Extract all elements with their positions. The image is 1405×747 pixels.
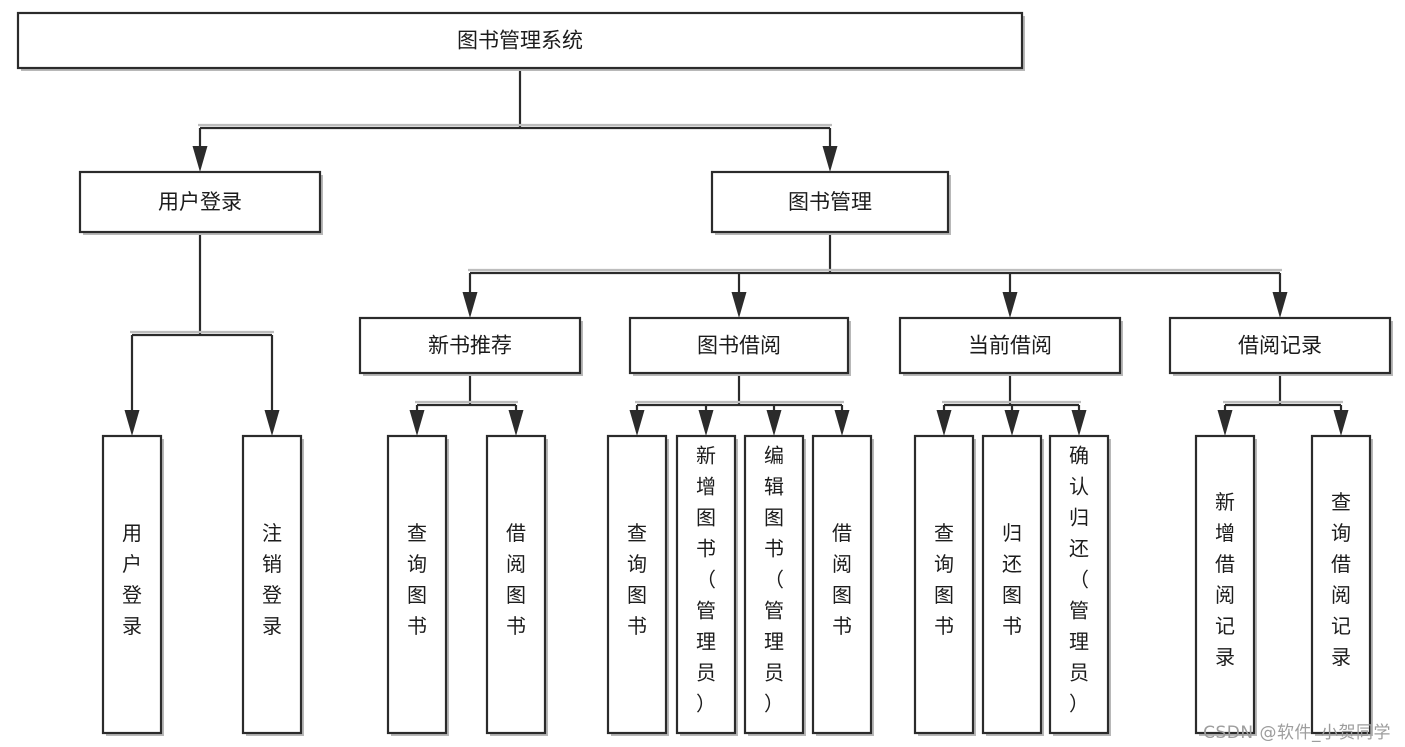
arrow-head-icon (462, 292, 478, 318)
node-label: 借阅记录 (1238, 334, 1322, 358)
arrow-head-icon (629, 410, 645, 436)
node-root[interactable]: 图书管理系统 (16, 11, 1025, 71)
node-label: 查询图书 (407, 521, 427, 638)
node-leaf-query-record[interactable]: 查询借阅记录 (1310, 434, 1373, 736)
node-box[interactable] (606, 434, 668, 735)
node-box[interactable] (358, 316, 582, 375)
arrow-head-icon (1071, 410, 1087, 436)
arrow-head-icon (192, 146, 208, 172)
node-box[interactable] (1194, 434, 1256, 735)
node-leaf-borrow-book-1[interactable]: 借阅图书 (485, 434, 548, 736)
node-label: 注销登录 (262, 521, 282, 638)
node-label: 确认归还（管理员） (1069, 444, 1089, 716)
arrow-head-icon (1333, 410, 1349, 436)
node-label: 借阅图书 (506, 521, 526, 638)
arrow-head-icon (936, 410, 952, 436)
node-box[interactable] (1168, 316, 1392, 375)
node-user-login[interactable]: 用户登录 (78, 170, 323, 235)
arrow-head-icon (1004, 410, 1020, 436)
node-leaf-add-book[interactable]: 新增图书（管理员） (675, 434, 738, 736)
node-leaf-logout-login[interactable]: 注销登录 (241, 434, 304, 736)
node-box[interactable] (710, 170, 950, 234)
node-label: 图书管理系统 (457, 29, 583, 53)
node-book-borrow[interactable]: 图书借阅 (628, 316, 851, 376)
node-label: 新书推荐 (428, 334, 512, 358)
node-book-manage[interactable]: 图书管理 (710, 170, 951, 235)
node-leaf-confirm-return[interactable]: 确认归还（管理员） (1048, 434, 1111, 736)
node-label: 查询图书 (627, 521, 647, 638)
node-label: 编辑图书（管理员） (764, 444, 784, 716)
node-box[interactable] (811, 434, 873, 735)
arrow-head-icon (264, 410, 280, 436)
arrow-head-icon (508, 410, 524, 436)
node-box[interactable] (241, 434, 303, 735)
arrow-head-icon (766, 410, 782, 436)
node-box[interactable] (485, 434, 547, 735)
node-label: 新增图书（管理员） (696, 444, 716, 716)
node-leaf-query-book-2[interactable]: 查询图书 (606, 434, 669, 736)
node-leaf-return-book[interactable]: 归还图书 (981, 434, 1044, 736)
node-box[interactable] (16, 11, 1024, 70)
node-box[interactable] (981, 434, 1043, 735)
node-box[interactable] (898, 316, 1122, 375)
node-leaf-edit-book[interactable]: 编辑图书（管理员） (743, 434, 806, 736)
node-box[interactable] (913, 434, 975, 735)
node-leaf-borrow-book-2[interactable]: 借阅图书 (811, 434, 874, 736)
node-label: 查询借阅记录 (1331, 490, 1351, 669)
node-new-book-recommend[interactable]: 新书推荐 (358, 316, 583, 376)
node-label: 用户登录 (158, 190, 242, 214)
node-box[interactable] (386, 434, 448, 735)
connectors-layer (124, 68, 1349, 436)
arrow-head-icon (409, 410, 425, 436)
arrow-head-icon (698, 410, 714, 436)
node-leaf-query-book-1[interactable]: 查询图书 (386, 434, 449, 736)
nodes-layer: 图书管理系统用户登录图书管理新书推荐图书借阅当前借阅借阅记录用户登录注销登录查询… (16, 11, 1393, 736)
node-leaf-user-login[interactable]: 用户登录 (101, 434, 164, 736)
arrow-head-icon (124, 410, 140, 436)
arrow-head-icon (834, 410, 850, 436)
node-leaf-add-record[interactable]: 新增借阅记录 (1194, 434, 1257, 736)
node-label: 图书借阅 (697, 334, 781, 358)
node-label: 当前借阅 (968, 334, 1052, 358)
node-current-borrow[interactable]: 当前借阅 (898, 316, 1123, 376)
node-label: 用户登录 (122, 521, 142, 638)
node-box[interactable] (1048, 434, 1110, 735)
csdn-watermark: CSDN @软件_小贺同学 (1203, 723, 1391, 743)
node-label: 新增借阅记录 (1215, 490, 1235, 669)
node-label: 归还图书 (1002, 521, 1022, 638)
arrow-head-icon (1217, 410, 1233, 436)
node-box[interactable] (1310, 434, 1372, 735)
arrow-head-icon (1272, 292, 1288, 318)
node-box[interactable] (101, 434, 163, 735)
node-box[interactable] (675, 434, 737, 735)
node-box[interactable] (743, 434, 805, 735)
node-label: 借阅图书 (832, 521, 852, 638)
arrow-head-icon (731, 292, 747, 318)
node-box[interactable] (628, 316, 850, 375)
node-box[interactable] (78, 170, 322, 234)
node-label: 查询图书 (934, 521, 954, 638)
arrow-head-icon (1002, 292, 1018, 318)
node-label: 图书管理 (788, 190, 872, 214)
arrow-head-icon (822, 146, 838, 172)
node-borrow-record[interactable]: 借阅记录 (1168, 316, 1393, 376)
node-leaf-query-book-3[interactable]: 查询图书 (913, 434, 976, 736)
